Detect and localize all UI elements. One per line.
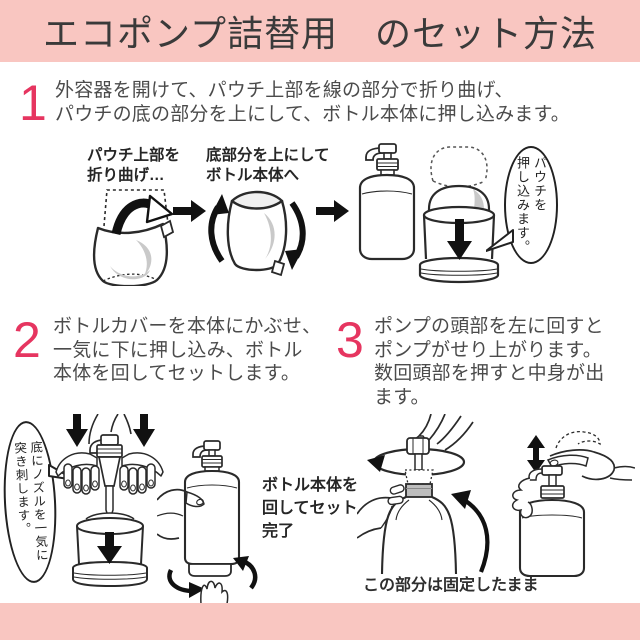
pouch-fold-illustration bbox=[84, 182, 180, 286]
step-3-number: 3 bbox=[336, 312, 364, 368]
fixed-part-caption: この部分は固定したまま bbox=[363, 577, 539, 594]
step-1-number: 1 bbox=[19, 75, 47, 131]
push-pouch-bubble-tail bbox=[486, 228, 514, 252]
rotate-bottle-illustration bbox=[157, 436, 265, 604]
press-pump-hands-illustration bbox=[52, 414, 192, 602]
nozzle-stab-bubble-text: 底にノズルを一気に 突き刺します。 bbox=[11, 440, 49, 563]
bottom-banner bbox=[0, 603, 640, 640]
press-dispense-illustration bbox=[490, 426, 635, 578]
step-2-number: 2 bbox=[13, 312, 41, 368]
step-1-text: 外容器を開けて、パウチ上部を線の部分で折り曲げ、 パウチの底の部分を上にして、ボ… bbox=[55, 80, 570, 125]
step-3-text: ポンプの頭部を左に回すと ポンプがせり上がります。 数回頭部を押すと中身が出 ま… bbox=[374, 316, 605, 408]
pouch-fold-label: パウチ上部を 折り曲げ… bbox=[87, 147, 181, 184]
pouch-rotated-illustration bbox=[204, 181, 312, 281]
step-2-text: ボトルカバーを本体にかぶせ、 一気に下に押し込み、ボトル 本体を回してセットしま… bbox=[53, 316, 322, 384]
pouch-bottom-up-label: 底部分を上にして ボトル本体へ bbox=[206, 147, 330, 184]
step-arrow-icon bbox=[316, 199, 350, 223]
push-pouch-bubble-text: パウチを 押し込みます。 bbox=[515, 156, 547, 254]
step-arrow-icon bbox=[173, 199, 207, 223]
rotate-set-label: ボトル本体を 回してセット 完了 bbox=[262, 477, 359, 540]
page-title: エコポンプ詰替用 のセット方法 bbox=[43, 13, 597, 54]
push-pouch-bubble: パウチを 押し込みます。 bbox=[504, 146, 558, 264]
title-banner: エコポンプ詰替用 のセット方法 bbox=[0, 0, 640, 62]
pump-bottle-illustration bbox=[352, 142, 418, 262]
cup-with-pouch-illustration bbox=[416, 143, 502, 285]
twist-pump-head-illustration bbox=[357, 414, 495, 576]
